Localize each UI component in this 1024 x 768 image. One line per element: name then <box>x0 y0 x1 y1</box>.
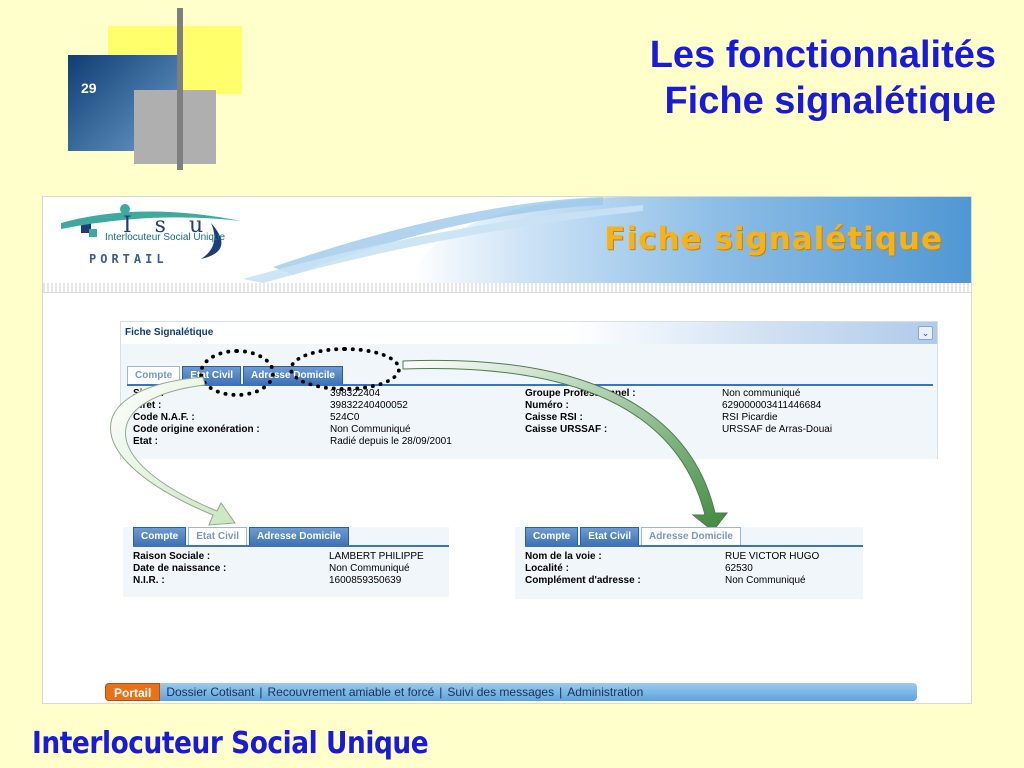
nav-item-dossier-cotisant[interactable]: Dossier Cotisant <box>166 685 255 699</box>
nav-item-recouvrement[interactable]: Recouvrement amiable et forcé <box>267 685 435 699</box>
field-row: Etat : Radié depuis le 28/09/2001 <box>133 436 452 448</box>
nav-items: Dossier Cotisant | Recouvrement amiable … <box>160 685 643 699</box>
field-row: Nom de la voie : RUE VICTOR HUGO <box>525 551 819 563</box>
fiche-panel-header: Fiche Signalétique ⌄ <box>121 322 937 344</box>
field-value: 62530 <box>725 563 753 574</box>
slide-title-line1: Les fonctionnalités <box>649 34 996 76</box>
adresse-tabs: Compte Etat Civil Adresse Domicile <box>525 527 741 545</box>
field-label: Caisse RSI : <box>525 412 583 423</box>
field-value: Radié depuis le 28/09/2001 <box>330 436 452 447</box>
fiche-panel-title: Fiche Signalétique <box>125 327 214 338</box>
logo-letters: I s u <box>123 213 212 238</box>
logo-portail: PORTAIL <box>89 252 168 266</box>
field-value: 398322404 <box>330 388 381 399</box>
tab-rule <box>133 545 449 547</box>
banner-title: Fiche signalétique <box>604 221 943 257</box>
field-row: Code origine exonération : Non Communiqué <box>133 424 452 436</box>
field-row: Localité : 62530 <box>525 563 819 575</box>
field-label: Siret : <box>133 400 162 411</box>
adresse-fields: Nom de la voie : RUE VICTOR HUGO Localité… <box>525 551 819 587</box>
field-row: Numéro : 629000003411446684 <box>525 400 832 412</box>
field-row: Groupe Professionnel : Non communiqué <box>525 388 832 400</box>
slide-number: 29 <box>81 80 97 96</box>
field-row: Caisse URSSAF : URSSAF de Arras-Douai <box>525 424 832 436</box>
field-row: N.I.R. : 1600859350639 <box>133 575 424 587</box>
tab-rule <box>127 384 933 386</box>
nav-item-suivi-messages[interactable]: Suivi des messages <box>447 685 555 699</box>
field-value: Non Communiqué <box>725 575 806 586</box>
field-row: Caisse RSI : RSI Picardie <box>525 412 832 424</box>
chevron-down-icon: ⌄ <box>921 328 930 338</box>
field-label: Code N.A.F. : <box>133 412 195 423</box>
adresse-panel: Compte Etat Civil Adresse Domicile Nom d… <box>515 527 863 599</box>
tab-compte[interactable]: Compte <box>525 527 579 545</box>
field-value: Non communiqué <box>722 388 801 399</box>
field-value: LAMBERT PHILIPPE <box>329 551 424 562</box>
decor-vertical-line <box>177 8 183 170</box>
portal-banner: I s u Interlocuteur Social Unique PORTAI… <box>43 197 971 283</box>
field-value: RSI Picardie <box>722 412 778 423</box>
portal-navbar: Portail Dossier Cotisant | Recouvrement … <box>105 683 917 701</box>
field-label: Raison Sociale : <box>133 551 211 562</box>
field-row: Date de naissance : Non Communiqué <box>133 563 424 575</box>
tab-rule <box>525 545 863 547</box>
field-label: Nom de la voie : <box>525 551 602 562</box>
field-row: Code N.A.F. : 524C0 <box>133 412 452 424</box>
slide-title-line2: Fiche signalétique <box>664 80 996 122</box>
field-label: Complément d'adresse : <box>525 575 641 586</box>
collapse-button[interactable]: ⌄ <box>918 326 933 340</box>
field-value: RUE VICTOR HUGO <box>725 551 820 562</box>
logo-subtitle: Interlocuteur Social Unique <box>105 232 226 243</box>
field-label: Groupe Professionnel : <box>525 388 636 399</box>
tab-adresse-domicile[interactable]: Adresse Domicile <box>249 527 349 545</box>
tab-compte[interactable]: Compte <box>127 366 181 384</box>
portal-screenshot: I s u Interlocuteur Social Unique PORTAI… <box>42 196 972 704</box>
banner-stripe <box>43 283 971 293</box>
nav-separator: | <box>259 685 263 699</box>
field-label: Date de naissance : <box>133 563 227 574</box>
isu-logo-icon <box>61 204 241 259</box>
arrows-overlay <box>110 359 729 532</box>
tab-compte[interactable]: Compte <box>133 527 187 545</box>
etat-civil-panel: Compte Etat Civil Adresse Domicile Raiso… <box>123 527 449 597</box>
field-value: 629000003411446684 <box>722 400 822 411</box>
field-label: Localité : <box>525 563 569 574</box>
field-value: Non Communiqué <box>329 563 410 574</box>
arrow-to-adresse <box>402 359 729 532</box>
tab-etat-civil[interactable]: Etat Civil <box>188 527 248 545</box>
etat-civil-fields: Raison Sociale : LAMBERT PHILIPPE Date de… <box>133 551 424 587</box>
slide-title: Les fonctionnalités Fiche signalétique <box>650 32 996 124</box>
field-label: N.I.R. : <box>133 575 165 586</box>
field-label: Caisse URSSAF : <box>525 424 608 435</box>
nav-separator: | <box>559 685 563 699</box>
field-label: Code origine exonération : <box>133 424 260 435</box>
field-row: Complément d'adresse : Non Communiqué <box>525 575 819 587</box>
compte-right-fields: Groupe Professionnel : Non communiqué Num… <box>525 388 832 436</box>
field-label: Numéro : <box>525 400 569 411</box>
nav-item-administration[interactable]: Administration <box>567 685 644 699</box>
field-value: 524C0 <box>330 412 360 423</box>
decor-gray-square <box>134 90 216 164</box>
etat-civil-tabs: Compte Etat Civil Adresse Domicile <box>133 527 349 545</box>
field-row: Siret : 39832240400052 <box>133 400 452 412</box>
field-label: Etat : <box>133 436 158 447</box>
field-value: 39832240400052 <box>330 400 408 411</box>
nav-portail-button[interactable]: Portail <box>105 683 161 701</box>
tab-etat-civil[interactable]: Etat Civil <box>580 527 640 545</box>
nav-separator: | <box>439 685 443 699</box>
field-value: URSSAF de Arras-Douai <box>722 424 833 435</box>
field-row: Raison Sociale : LAMBERT PHILIPPE <box>133 551 424 563</box>
field-value: 1600859350639 <box>329 575 402 586</box>
arrow-to-etat-civil <box>110 376 236 526</box>
banner-swoosh-icon <box>243 197 643 283</box>
tab-adresse-domicile[interactable]: Adresse Domicile <box>641 527 741 545</box>
highlight-ring-adresse <box>289 347 401 391</box>
field-value: Non Communiqué <box>330 424 411 435</box>
highlight-ring-etat-civil <box>199 349 275 397</box>
slide-footer: Interlocuteur Social Unique <box>32 726 429 761</box>
